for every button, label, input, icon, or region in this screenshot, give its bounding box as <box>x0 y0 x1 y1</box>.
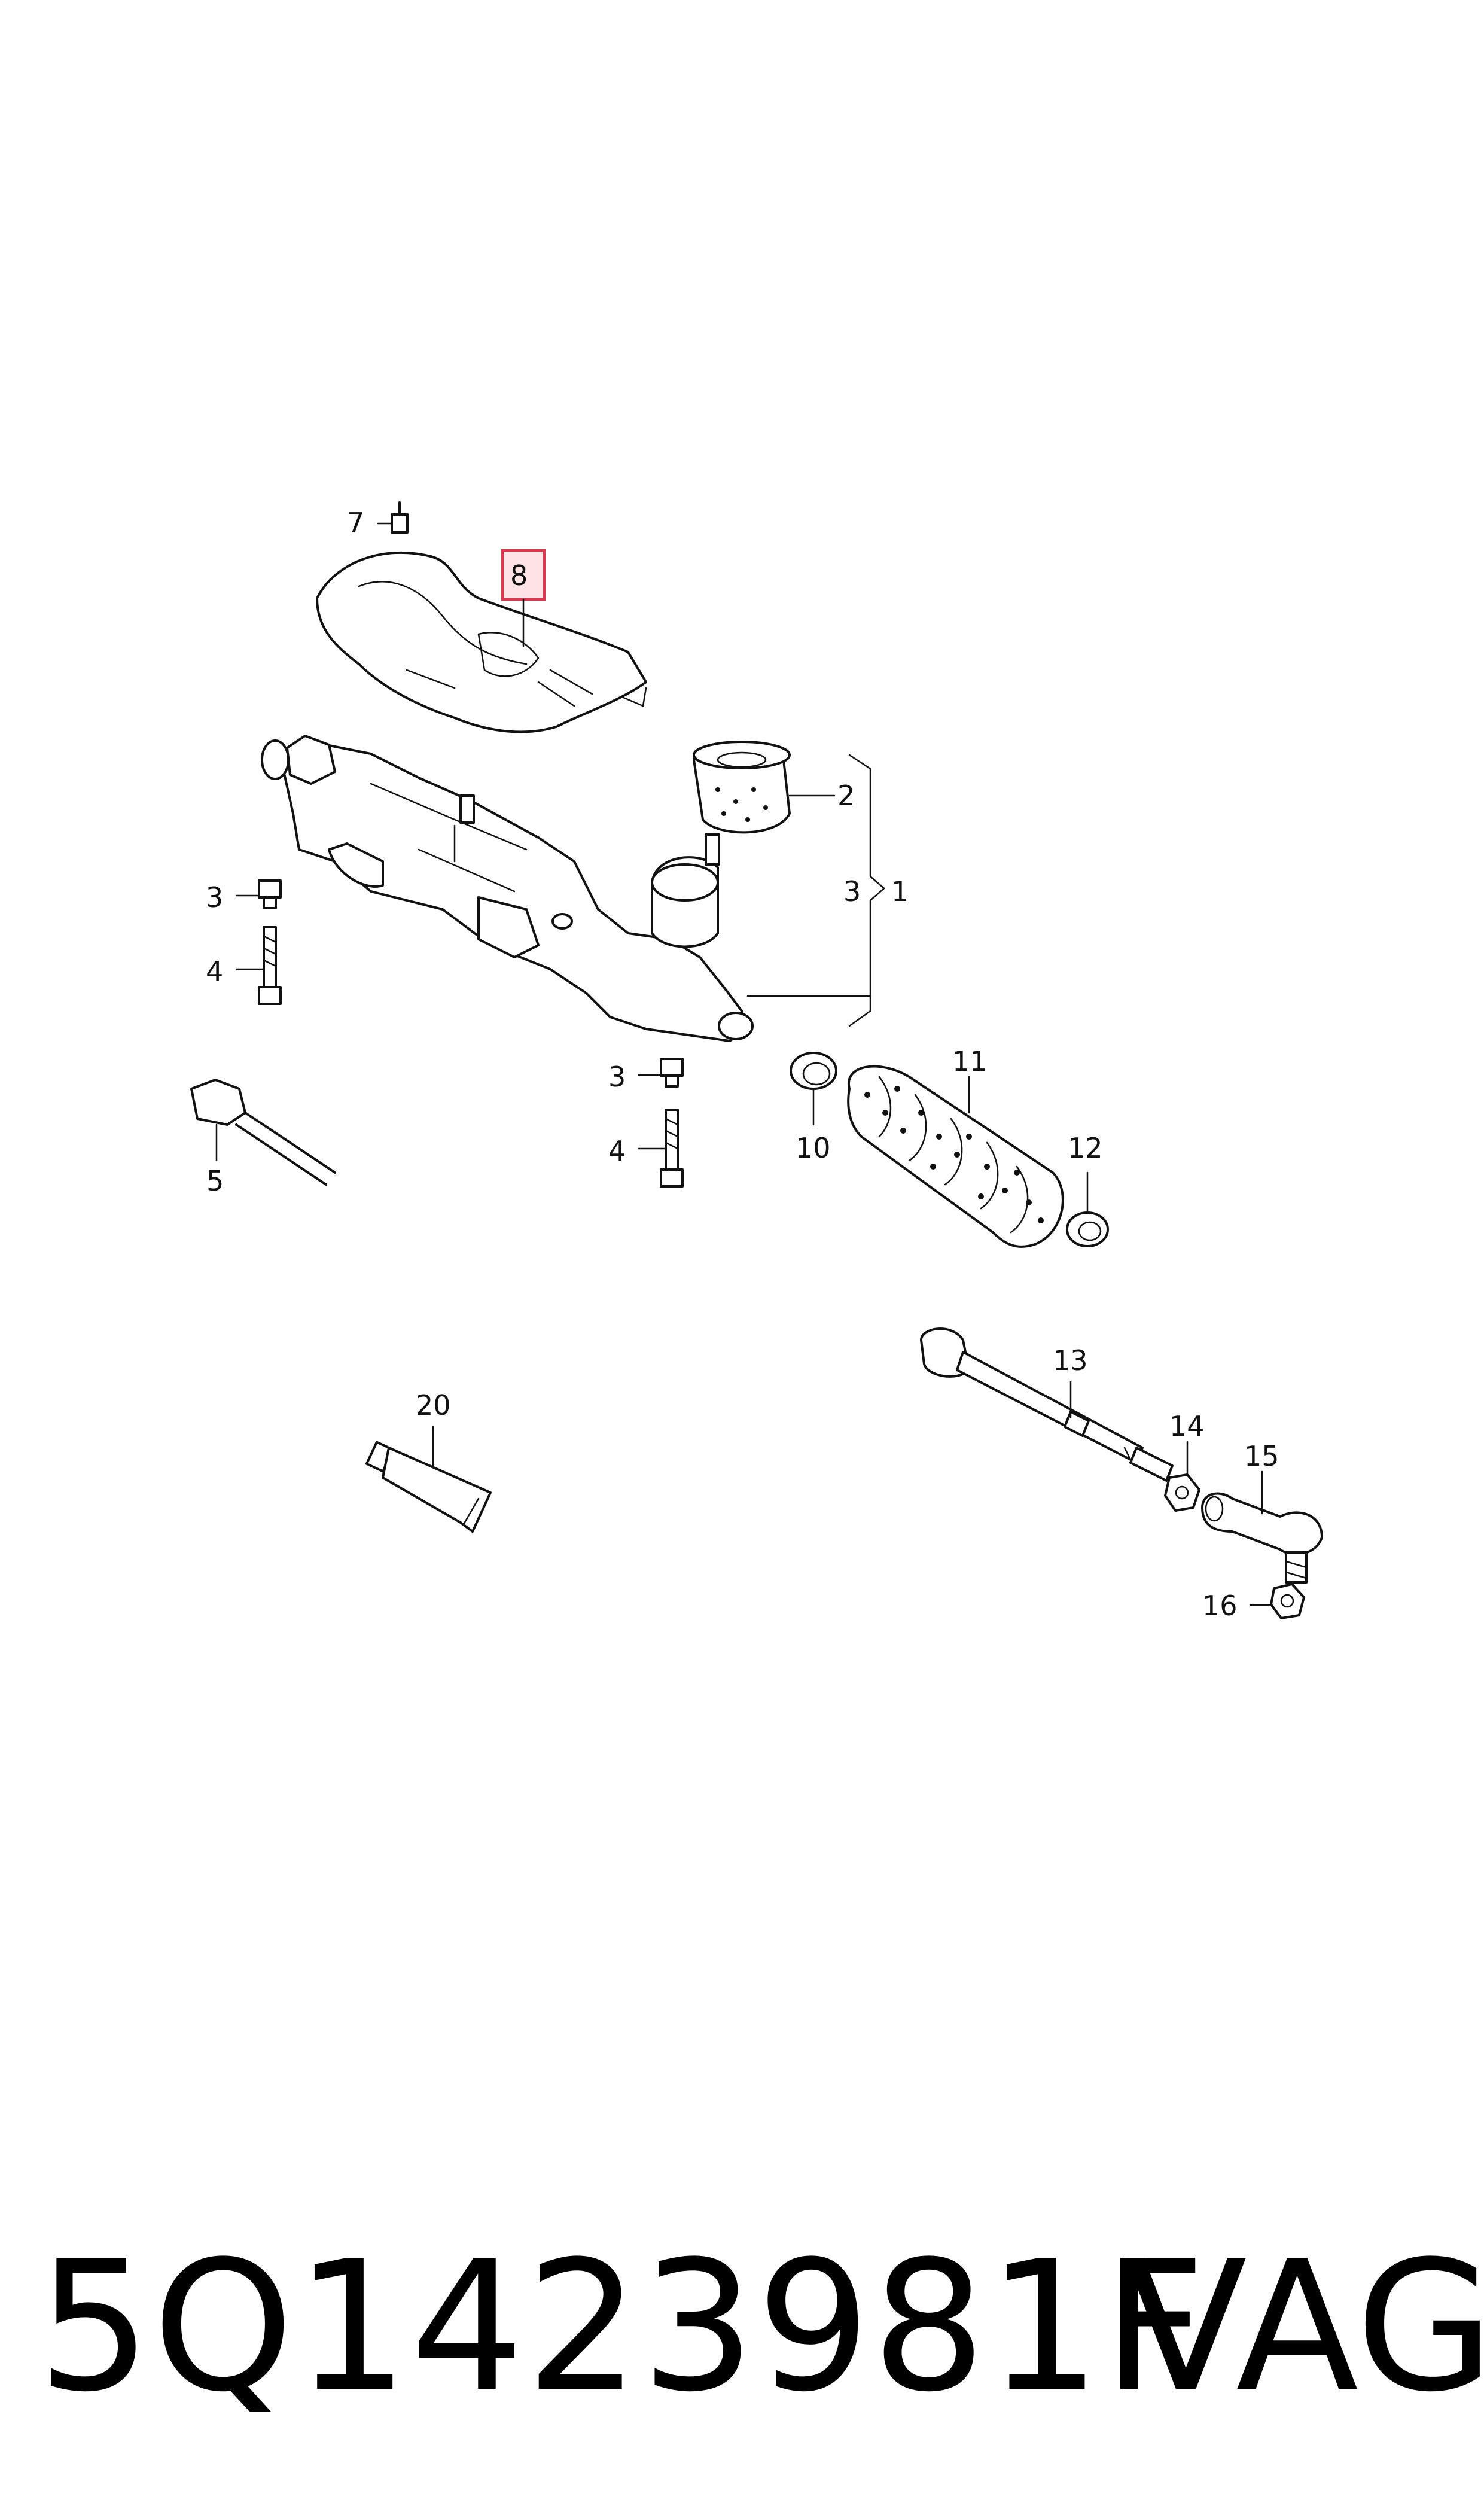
nut-14-part[interactable] <box>1164 1473 1200 1512</box>
callout-8-label: 8 <box>510 559 528 592</box>
grease-tube-20-part[interactable] <box>365 1441 492 1533</box>
bolt-3-mid-part[interactable] <box>660 1058 684 1088</box>
brand-label: VAG <box>1125 2222 1484 2431</box>
callout-3a[interactable]: 3 <box>206 881 223 914</box>
steering-rack-part[interactable] <box>261 735 754 1042</box>
sensor-5-part[interactable] <box>190 1079 336 1186</box>
bolt-3-left-part[interactable] <box>258 879 282 909</box>
callout-3-group[interactable]: 3 <box>843 875 861 908</box>
bolt-7-part[interactable] <box>377 501 409 534</box>
callout-14[interactable]: 14 <box>1169 1410 1205 1442</box>
bolt-4-left-part[interactable] <box>258 926 282 1005</box>
nut-16-part[interactable] <box>1270 1583 1305 1619</box>
callout-13[interactable]: 13 <box>1053 1344 1088 1377</box>
callout-10[interactable]: 10 <box>796 1132 831 1164</box>
callout-8[interactable]: 8 <box>501 549 546 647</box>
heat-shield-part[interactable] <box>316 551 647 733</box>
tie-rod-end-15-part[interactable] <box>1201 1492 1323 1584</box>
group-bracket <box>746 754 885 1027</box>
callout-3b[interactable]: 3 <box>608 1061 626 1093</box>
callout-20[interactable]: 20 <box>416 1389 451 1421</box>
part-number: 5Q1423981F <box>37 2222 1207 2431</box>
boot-11-part[interactable] <box>847 1065 1064 1248</box>
callout-5[interactable]: 5 <box>206 1165 224 1197</box>
callout-15[interactable]: 15 <box>1244 1440 1279 1472</box>
bolt-4-mid-part[interactable] <box>660 1109 684 1188</box>
clamp-12-part[interactable] <box>1066 1211 1109 1247</box>
callout-4b[interactable]: 4 <box>608 1135 626 1167</box>
callout-11[interactable]: 11 <box>952 1045 988 1077</box>
callout-4a[interactable]: 4 <box>206 955 223 988</box>
callout-1[interactable]: 1 <box>891 875 909 908</box>
callout-12[interactable]: 12 <box>1068 1132 1103 1164</box>
callout-2[interactable]: 2 <box>837 780 855 812</box>
callout-7[interactable]: 7 <box>347 507 364 539</box>
clamp-10-part[interactable] <box>790 1052 837 1090</box>
callout-16[interactable]: 16 <box>1202 1590 1238 1622</box>
tie-rod-13-part[interactable] <box>920 1327 1174 1482</box>
mount-2-part[interactable] <box>693 741 836 834</box>
